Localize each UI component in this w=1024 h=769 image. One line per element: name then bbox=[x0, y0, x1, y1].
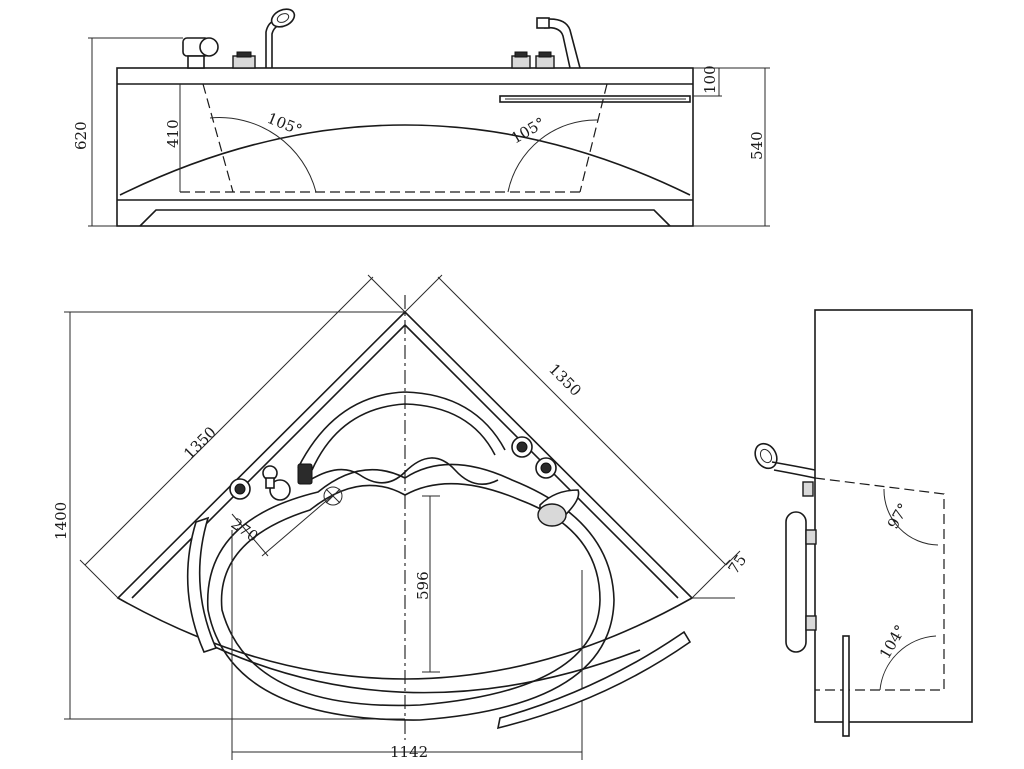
dim-75: 75 bbox=[725, 551, 751, 577]
dim-1350-left: 1350 bbox=[180, 423, 220, 463]
angle-97: 97° bbox=[884, 500, 913, 532]
angle-right-105: 105° bbox=[508, 114, 548, 148]
dim-1142: 1142 bbox=[390, 743, 428, 761]
side-footrail bbox=[842, 635, 850, 737]
front-body bbox=[116, 67, 694, 227]
front-left-handshower-icon bbox=[265, 8, 296, 68]
plan-left-spout-icon bbox=[262, 465, 291, 501]
plan-view: 1400 1350 1350 75 1142 596 bbox=[52, 274, 751, 761]
plan-left-jet-icon bbox=[229, 478, 251, 500]
front-overflow-slot bbox=[499, 95, 691, 103]
dim-1400: 1400 bbox=[52, 502, 70, 540]
front-right-spout-icon bbox=[536, 17, 581, 69]
dim-410: 410 bbox=[164, 119, 182, 148]
dim-620: 620 bbox=[72, 121, 90, 150]
side-wall bbox=[814, 309, 973, 723]
plan-right-jets-icon bbox=[511, 436, 557, 479]
angle-104: 104° bbox=[876, 622, 910, 662]
plan-tub-well bbox=[220, 482, 601, 707]
dim-1350-right: 1350 bbox=[545, 360, 585, 400]
plan-right-grabrail bbox=[496, 630, 692, 730]
front-plinth bbox=[139, 209, 671, 227]
front-view: 620 540 100 410 105° 105° bbox=[72, 8, 770, 227]
plan-left-grabrail bbox=[186, 516, 218, 653]
plan-right-spout-icon bbox=[537, 489, 580, 527]
dim-100: 100 bbox=[701, 65, 719, 94]
side-view: 97° 104° bbox=[754, 309, 973, 737]
dim-540: 540 bbox=[748, 131, 766, 160]
front-left-faucet-icon bbox=[182, 37, 219, 69]
plan-pillow-valve-icon bbox=[297, 463, 313, 485]
side-grabbar-icon bbox=[785, 511, 817, 653]
plan-drain-icon bbox=[323, 486, 343, 506]
dim-270: 270 bbox=[228, 515, 262, 546]
side-handshower-icon bbox=[754, 442, 816, 497]
front-left-valve-icon bbox=[232, 51, 256, 69]
front-apron-curve bbox=[119, 124, 691, 196]
plan-headrest bbox=[297, 391, 506, 469]
front-right-valves-icon bbox=[511, 51, 555, 69]
angle-left-105: 105° bbox=[265, 109, 305, 139]
dim-596: 596 bbox=[414, 571, 432, 600]
